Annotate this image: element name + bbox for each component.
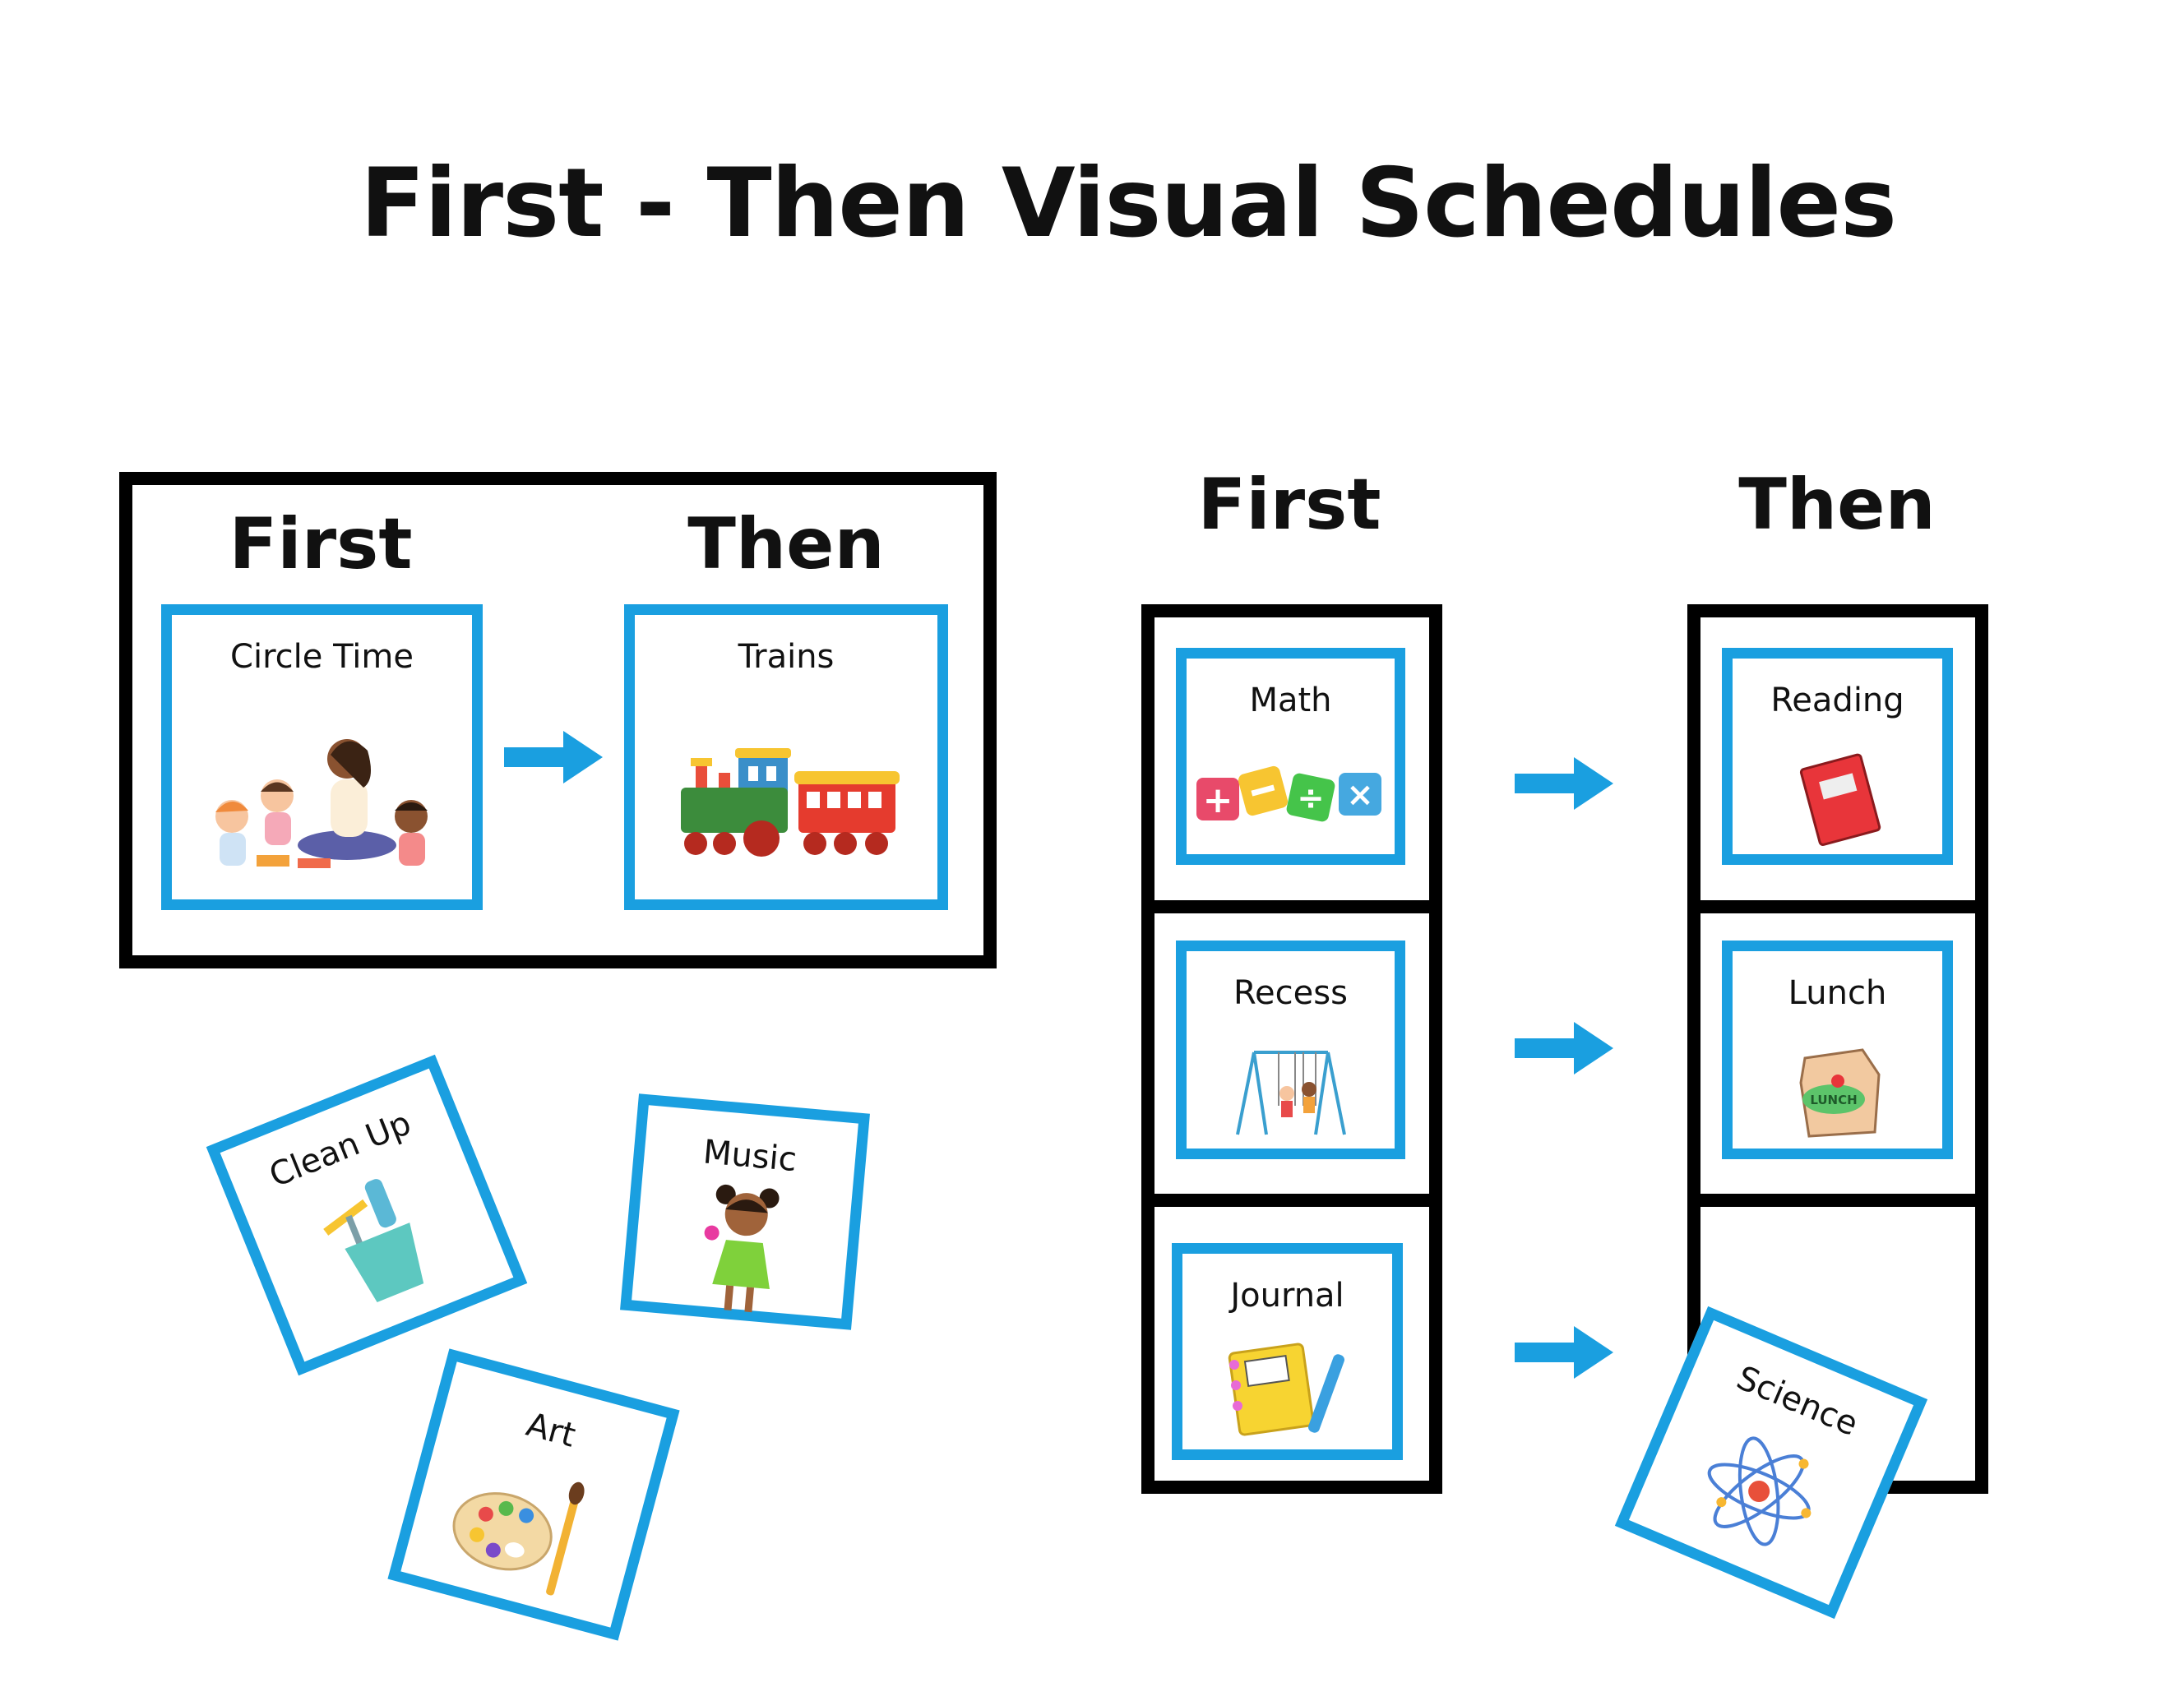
recess-card[interactable]: Recess: [1176, 941, 1405, 1159]
arrow-icon: [1515, 757, 1613, 810]
card-label: Music: [701, 1133, 798, 1180]
trains-card[interactable]: Trains: [624, 604, 948, 910]
paint-palette-illustration: [452, 1481, 585, 1596]
row-divider: [1700, 1194, 1975, 1207]
card-label: Recess: [1233, 974, 1348, 1012]
arrow-icon: [1515, 1326, 1613, 1379]
svg-text:+: +: [1202, 779, 1233, 821]
atom-illustration: [1707, 1436, 1812, 1546]
then-heading: Then: [687, 503, 885, 585]
card-label: Journal: [1230, 1277, 1344, 1315]
card-label: Reading: [1770, 682, 1904, 719]
card-label: Circle Time: [230, 638, 414, 676]
svg-text:×: ×: [1346, 776, 1374, 814]
row-divider: [1154, 1194, 1429, 1207]
girl-with-maracas-illustration: [704, 1184, 780, 1313]
card-label: Math: [1249, 682, 1332, 719]
card-label: Trains: [738, 638, 835, 676]
circle-time-card[interactable]: Circle Time: [161, 604, 483, 910]
book-illustration: [1799, 753, 1881, 846]
arrow-icon: [504, 731, 603, 783]
music-card[interactable]: Music: [620, 1093, 870, 1330]
reading-card[interactable]: Reading: [1722, 648, 1953, 865]
science-card[interactable]: Science: [1614, 1306, 1928, 1620]
circle-time-illustration: [215, 739, 428, 868]
first-heading: First: [229, 503, 413, 585]
column-then-heading: Then: [1738, 464, 1936, 546]
page-title: First - Then Visual Schedules: [359, 148, 1897, 259]
train-illustration: [681, 748, 900, 857]
cleaning-bucket-illustration: [323, 1179, 424, 1302]
lunch-bag-illustration: LUNCH: [1798, 1048, 1881, 1138]
clean-up-card[interactable]: Clean Up: [206, 1054, 528, 1376]
lunch-badge: LUNCH: [1810, 1093, 1857, 1107]
row-divider: [1700, 900, 1975, 913]
row-divider: [1154, 900, 1429, 913]
svg-text:÷: ÷: [1297, 779, 1325, 817]
column-first-heading: First: [1197, 464, 1381, 546]
math-symbols-illustration: + ÷ ×: [1196, 765, 1381, 822]
journal-pen-illustration: [1228, 1343, 1344, 1436]
art-card[interactable]: Art: [387, 1348, 680, 1641]
math-card[interactable]: Math + ÷ ×: [1176, 648, 1405, 865]
swing-set-illustration: [1235, 1051, 1346, 1135]
card-label: Lunch: [1788, 974, 1887, 1012]
lunch-card[interactable]: Lunch LUNCH: [1722, 941, 1953, 1159]
arrow-icon: [1515, 1022, 1613, 1075]
journal-card[interactable]: Journal: [1172, 1243, 1403, 1460]
